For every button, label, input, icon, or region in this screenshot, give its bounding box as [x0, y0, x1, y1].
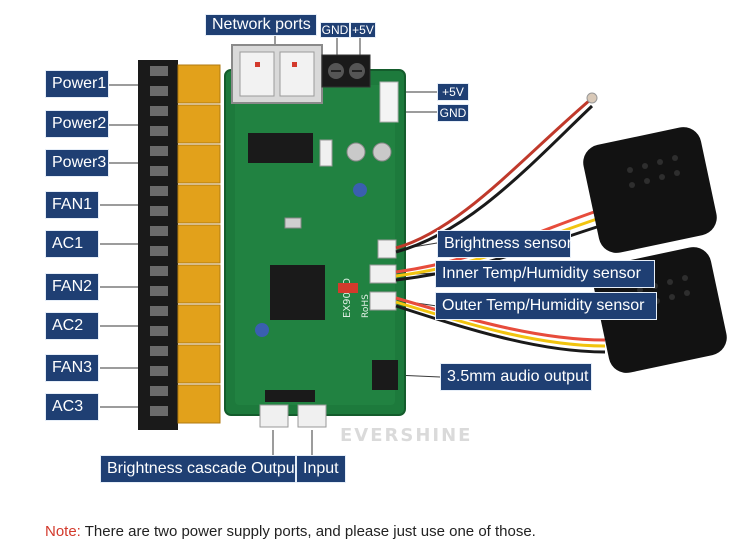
board-model-text: EX901D [342, 278, 353, 318]
cascade-output-connector [259, 404, 289, 428]
inner-temp-sensor-housing [583, 127, 717, 253]
brightness-sensor-connector [377, 239, 397, 259]
brightness-sensor-head [586, 92, 598, 104]
note-text: There are two power supply ports, and pl… [80, 523, 536, 540]
note-line: Note: There are two power supply ports, … [45, 523, 536, 540]
label-inner-temp: Inner Temp/Humidity sensor [435, 260, 655, 288]
label-gnd-top: GND [320, 22, 350, 38]
label-outer-temp: Outer Temp/Humidity sensor [435, 292, 657, 320]
label-audio-output: 3.5mm audio output [440, 363, 592, 391]
label-power3: Power3 [45, 149, 109, 177]
label-power2: Power2 [45, 110, 109, 138]
label-brightness-cascade: Brightness cascade Output [100, 455, 299, 483]
label-fan1: FAN1 [45, 191, 99, 219]
label-input: Input [296, 455, 346, 483]
label-fan3: FAN3 [45, 354, 99, 382]
audio-jack [372, 360, 398, 390]
input-connector [297, 404, 327, 428]
note-prefix: Note: [45, 523, 81, 540]
label-5v-right: +5V [437, 83, 469, 101]
outer-temp-connector [369, 291, 397, 311]
ic-chip-top [248, 133, 313, 163]
ic-chip-main [270, 265, 325, 320]
label-power1: Power1 [45, 70, 109, 98]
label-brightness-sensor: Brightness sensor [437, 230, 572, 258]
label-gnd-right: GND [437, 104, 469, 122]
label-fan2: FAN2 [45, 273, 99, 301]
right-power-header [379, 81, 399, 123]
label-ac2: AC2 [45, 312, 99, 340]
board-rohs-text: RoHS [361, 294, 371, 318]
label-network-ports: Network ports [205, 14, 317, 36]
inner-temp-connector [369, 264, 397, 284]
dip-switch [338, 283, 358, 293]
label-ac1: AC1 [45, 230, 99, 258]
relays [177, 64, 221, 424]
terminal-screws [150, 66, 168, 416]
watermark-text: EVERSHINE [340, 425, 473, 446]
label-ac3: AC3 [45, 393, 99, 421]
label-5v-top: +5V [350, 22, 376, 38]
